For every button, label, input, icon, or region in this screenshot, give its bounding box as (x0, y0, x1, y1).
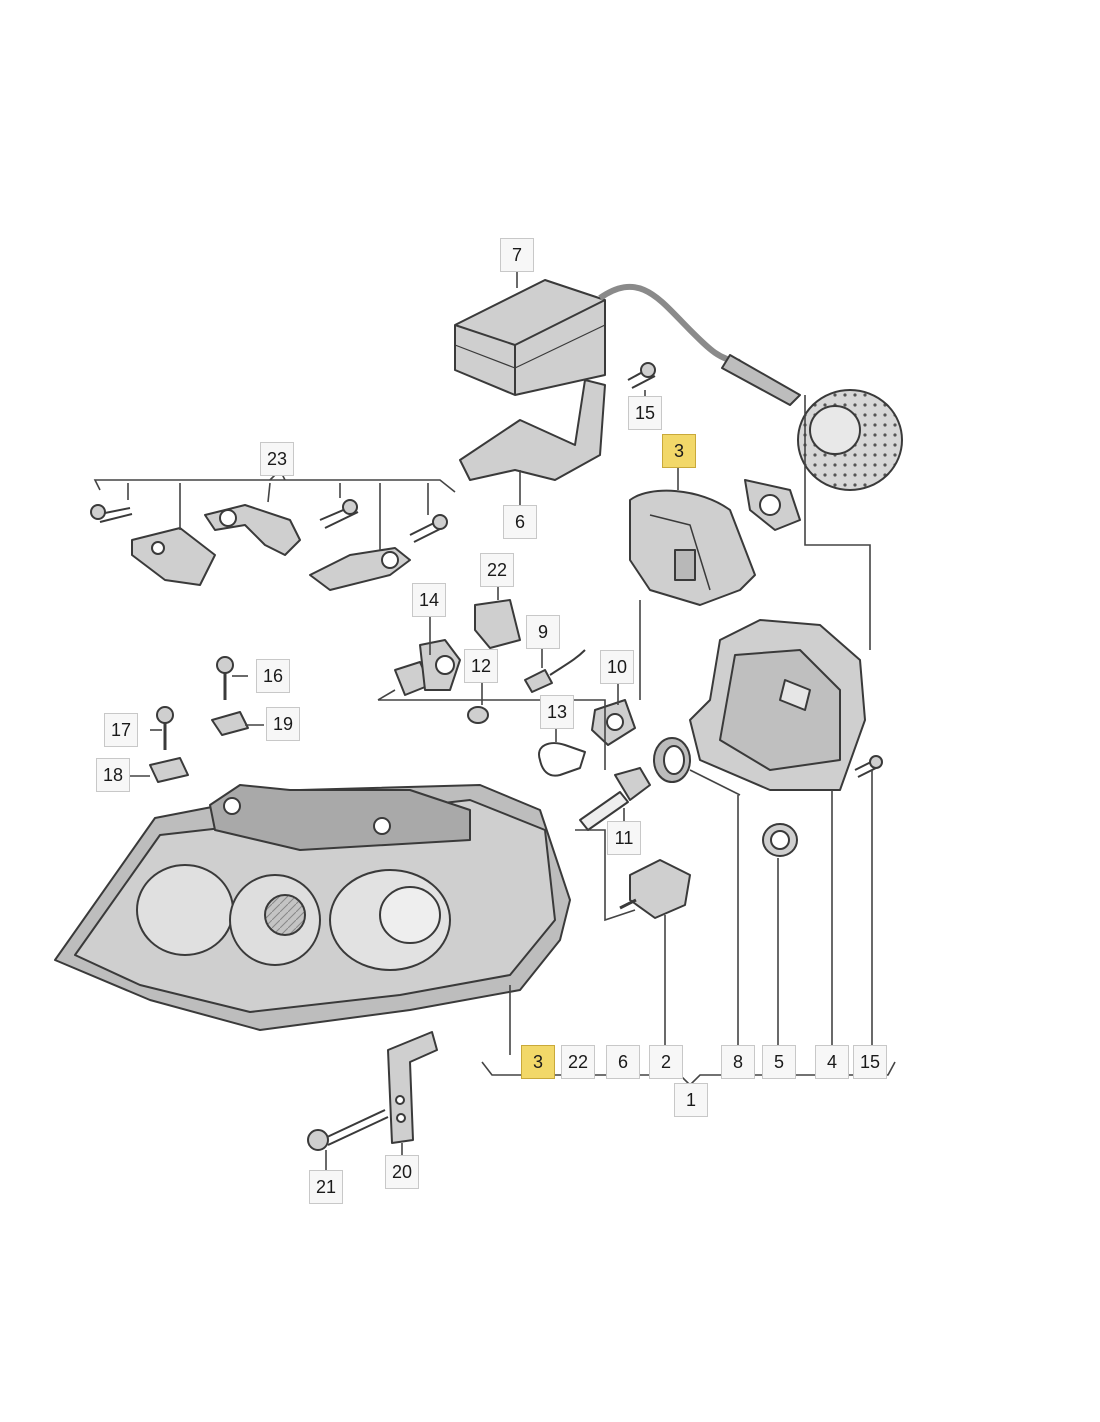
cover-cap (629, 489, 756, 606)
grommet (762, 823, 798, 857)
xenon-bulb (579, 767, 651, 831)
callout-8: 8 (721, 1045, 755, 1079)
callout-12: 12 (464, 649, 498, 683)
callout-6-top: 6 (503, 505, 537, 539)
igniter-connector (797, 389, 903, 491)
callout-13: 13 (540, 695, 574, 729)
lamp-socket-top (744, 479, 801, 531)
screw-top (627, 362, 656, 389)
callout-2: 2 (649, 1045, 683, 1079)
callout-1: 1 (674, 1083, 708, 1117)
housing-rear (689, 619, 866, 791)
mounting-bracket-6 (459, 379, 606, 481)
wire-socket (524, 649, 586, 693)
callout-6-bottom: 6 (606, 1045, 640, 1079)
bulb-socket-10 (591, 699, 636, 746)
screw-21 (307, 1109, 389, 1151)
screw-17 (156, 706, 174, 750)
indicator-bulb (538, 742, 586, 777)
callout-17: 17 (104, 713, 138, 747)
callout-10: 10 (600, 650, 634, 684)
leader-lines (93, 270, 896, 1170)
callout-19: 19 (266, 707, 300, 741)
screw-right (854, 755, 883, 778)
adjuster-kit (90, 499, 448, 591)
callout-7: 7 (500, 238, 534, 272)
ballast-control-unit (454, 279, 801, 406)
callout-16: 16 (256, 659, 290, 693)
lower-bracket (387, 1031, 438, 1144)
callout-22-top: 22 (480, 553, 514, 587)
clip-19 (211, 711, 249, 736)
headlight-assembly (54, 784, 571, 1031)
callout-3-highlighted-top: 3 (662, 434, 696, 468)
callout-21: 21 (309, 1170, 343, 1204)
callout-3-highlighted-bottom: 3 (521, 1045, 555, 1079)
callout-15-bottom: 15 (853, 1045, 887, 1079)
bulb-h7 (394, 639, 461, 696)
callout-9: 9 (526, 615, 560, 649)
callout-18: 18 (96, 758, 130, 792)
callout-5: 5 (762, 1045, 796, 1079)
leveling-motor (619, 859, 691, 919)
bulb-holder (474, 599, 521, 649)
callout-15-top: 15 (628, 396, 662, 430)
callout-4: 4 (815, 1045, 849, 1079)
seal-ring (653, 737, 691, 783)
callout-14: 14 (412, 583, 446, 617)
small-bulb (467, 706, 489, 724)
callout-11: 11 (607, 821, 641, 855)
callout-23: 23 (260, 442, 294, 476)
callout-20: 20 (385, 1155, 419, 1189)
callout-22-bottom: 22 (561, 1045, 595, 1079)
screw-16 (216, 656, 234, 700)
clip-18 (149, 757, 189, 783)
